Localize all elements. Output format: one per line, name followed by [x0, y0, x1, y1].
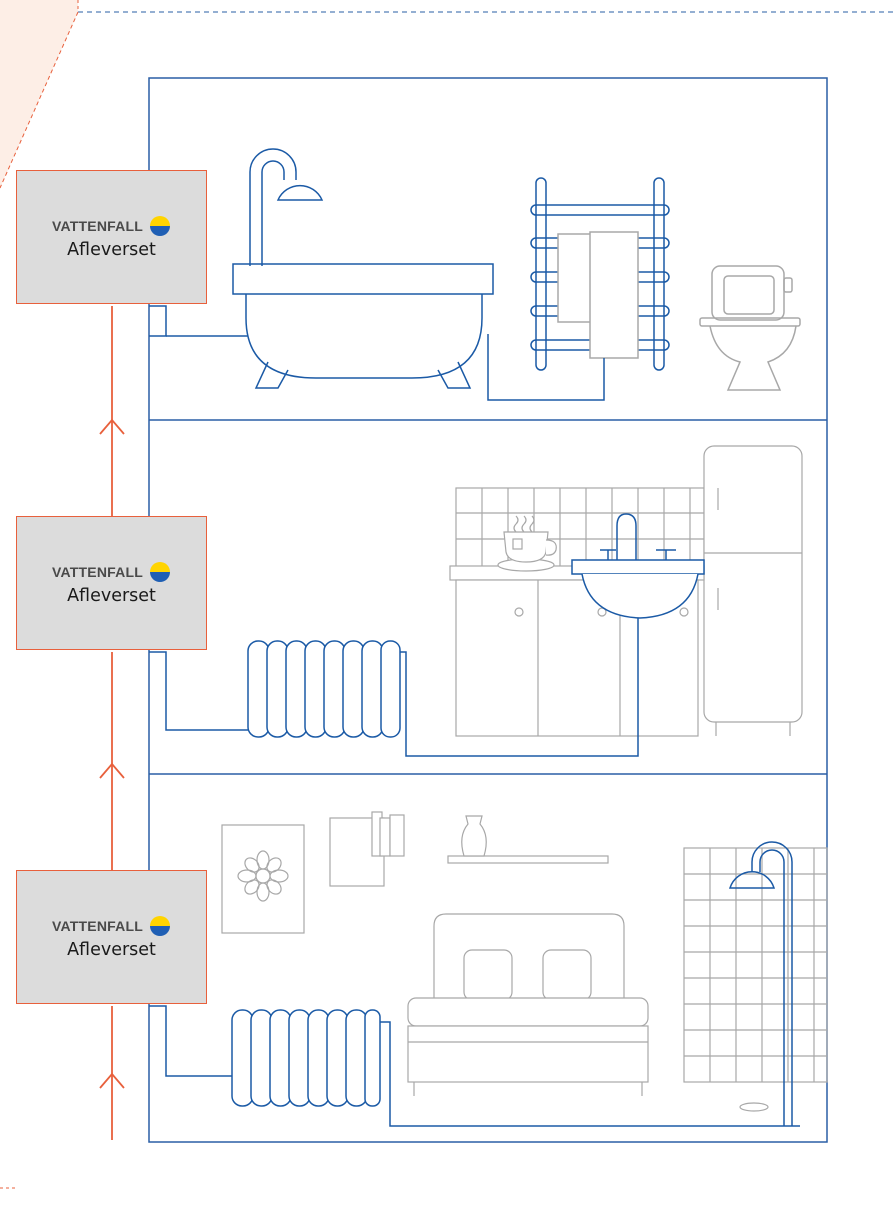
- wall-notes: [329, 811, 405, 887]
- kitchen-sink-icon: [571, 513, 705, 619]
- flower-picture-icon: [221, 824, 305, 934]
- towel-radiator-icon: [530, 177, 670, 371]
- brand-row: VATTENFALL: [52, 561, 171, 583]
- bathtub-icon: [232, 263, 494, 389]
- shower-head-icon: [249, 148, 324, 266]
- unit-label: Afleverset: [67, 585, 156, 606]
- vase-icon: [447, 815, 609, 864]
- radiator-icon: [247, 640, 401, 738]
- toilet-icon: [699, 265, 801, 391]
- vattenfall-logo-icon: [149, 215, 170, 236]
- shower-head-icon: [728, 841, 793, 1126]
- brand-row: VATTENFALL: [52, 915, 171, 937]
- floor-bathroom: [149, 148, 801, 401]
- pipe-bedroom: [149, 1005, 800, 1127]
- flow-arrow-icon: [99, 418, 125, 435]
- unit-label: Afleverset: [67, 939, 156, 960]
- floor-kitchen: [149, 445, 803, 757]
- brand-name: VATTENFALL: [52, 917, 143, 934]
- vattenfall-unit-top: VATTENFALL Afleverset: [16, 170, 207, 304]
- vattenfall-logo-icon: [149, 915, 170, 936]
- vattenfall-logo-icon: [149, 561, 170, 582]
- floor-bedroom: [149, 811, 828, 1127]
- brand-row: VATTENFALL: [52, 215, 171, 237]
- pipe-bathroom: [149, 305, 605, 401]
- brand-name: VATTENFALL: [52, 563, 143, 580]
- refrigerator-icon: [703, 445, 803, 736]
- flow-arrow-icon: [99, 1072, 125, 1089]
- unit-label: Afleverset: [67, 239, 156, 260]
- flow-arrow-icon: [99, 762, 125, 779]
- brand-name: VATTENFALL: [52, 217, 143, 234]
- pipe-kitchen: [149, 618, 639, 757]
- vattenfall-unit-middle: VATTENFALL Afleverset: [16, 516, 207, 650]
- shower-tiles: [683, 847, 828, 1112]
- tea-cup-icon: [497, 515, 557, 572]
- bed-icon: [407, 913, 649, 1096]
- radiator-icon: [231, 1009, 381, 1107]
- riser-pipe: [99, 306, 125, 1140]
- backsplash-tiles: [455, 487, 705, 569]
- vattenfall-unit-bottom: VATTENFALL Afleverset: [16, 870, 207, 1004]
